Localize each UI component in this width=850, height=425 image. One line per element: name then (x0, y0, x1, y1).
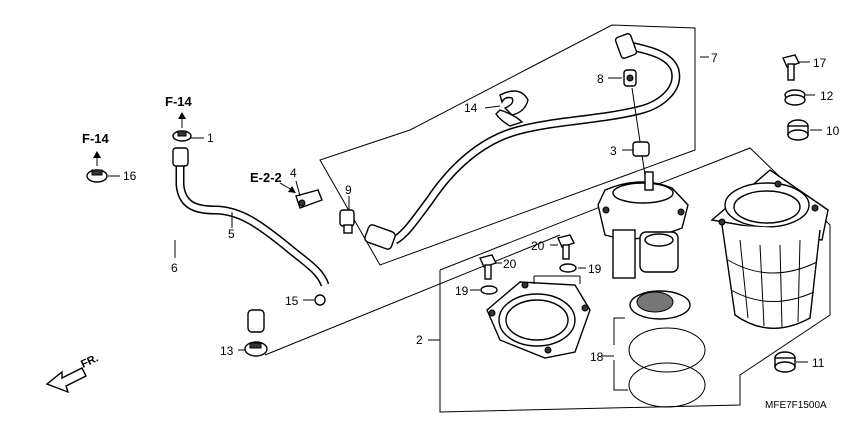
grommet-11 (774, 351, 796, 373)
assembly-outline-2 (439, 147, 831, 413)
hose-7 (364, 33, 681, 250)
ref-arrow-e22 (279, 182, 296, 193)
ref-arrow-f14-upper (178, 112, 186, 128)
part-label-17: 17 (813, 56, 827, 70)
clip-9 (339, 209, 355, 234)
diagram-code: MFE7F1500A (765, 400, 827, 411)
clip-4 (295, 189, 323, 209)
part-label-16: 16 (123, 169, 137, 183)
part-label-4: 4 (290, 166, 297, 180)
ref-f14-upper: F-14 (165, 94, 193, 109)
part-label-20-lower: 20 (503, 257, 517, 271)
part-label-12: 12 (820, 89, 834, 103)
leader-line-13-outline (264, 234, 561, 356)
part-label-6: 6 (171, 261, 178, 275)
clip-15 (314, 294, 326, 306)
grommet-10 (787, 119, 809, 141)
part-label-13: 13 (220, 344, 234, 358)
fuel-pump-module (597, 171, 689, 279)
leader-lines (108, 56, 822, 391)
washer-19-left (480, 285, 498, 295)
part-label-1: 1 (207, 131, 214, 145)
hose-5 (172, 147, 330, 287)
clip-16 (86, 169, 108, 183)
washer-12 (784, 89, 806, 106)
part-label-15: 15 (285, 294, 299, 308)
bolt-20-upper (557, 234, 575, 260)
part-label-9: 9 (345, 183, 352, 197)
clip-8 (623, 69, 637, 87)
part-label-8: 8 (597, 72, 604, 86)
o-rings-18 (628, 327, 706, 408)
part-label-14: 14 (464, 101, 478, 115)
ref-arrow-f14-left (93, 151, 101, 166)
fuel-strainer (710, 169, 829, 329)
part-label-19-right: 19 (588, 262, 602, 276)
part-label-10: 10 (826, 124, 840, 138)
hose-3 (631, 87, 650, 176)
assembly-outline-7 (319, 24, 696, 266)
filter-screen (629, 290, 691, 320)
part-label-3: 3 (610, 144, 617, 158)
part-label-5: 5 (228, 227, 235, 241)
bolt-17 (782, 54, 800, 81)
set-plate (486, 281, 591, 359)
part-label-18: 18 (590, 350, 604, 364)
clip-1 (172, 130, 192, 142)
clamp-14 (495, 90, 529, 127)
clip-13 (244, 341, 268, 357)
ref-f14-left: F-14 (82, 131, 110, 146)
part-label-20-upper: 20 (531, 239, 545, 253)
part-label-19-left: 19 (455, 284, 469, 298)
front-direction-arrow: FR. (45, 352, 100, 394)
part-label-2: 2 (416, 333, 423, 347)
washer-19-right (559, 263, 577, 273)
part-label-11: 11 (812, 356, 825, 370)
ref-e22: E-2-2 (250, 170, 282, 185)
part-label-7: 7 (711, 51, 718, 65)
direction-label: FR. (79, 352, 100, 370)
